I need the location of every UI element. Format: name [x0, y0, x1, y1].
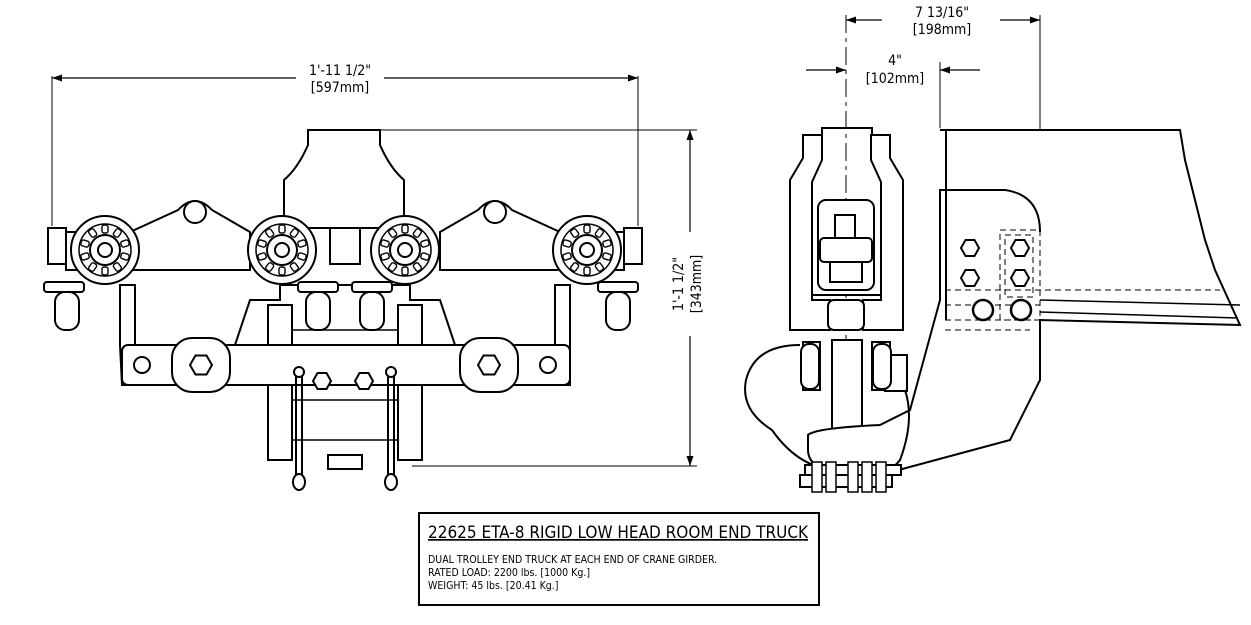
offset-inner-label: 4" — [888, 53, 902, 69]
title-block-title: 22625 ETA-8 RIGID LOW HEAD ROOM END TRUC… — [428, 523, 809, 543]
offset-outer-metric-label: [198mm] — [913, 22, 971, 38]
front-view — [47, 76, 697, 491]
title-block-note-2: RATED LOAD: 2200 lbs. [1000 Kg.] — [428, 567, 590, 579]
side-view — [744, 15, 1242, 493]
overall-height-metric-label: [343mm] — [689, 255, 705, 313]
offset-outer-label: 7 13/16" — [915, 5, 969, 21]
overall-width-metric-label: [597mm] — [311, 80, 369, 96]
title-block-note-1: DUAL TROLLEY END TRUCK AT EACH END OF CR… — [428, 554, 717, 566]
title-block: 22625 ETA-8 RIGID LOW HEAD ROOM END TRUC… — [418, 512, 820, 606]
title-block-note-3: WEIGHT: 45 lbs. [20.41 Kg.] — [428, 580, 558, 592]
overall-width-label: 1'-11 1/2" — [309, 63, 371, 79]
offset-inner-metric-label: [102mm] — [866, 71, 924, 87]
overall-height-label: 1'-1 1/2" — [671, 257, 687, 311]
